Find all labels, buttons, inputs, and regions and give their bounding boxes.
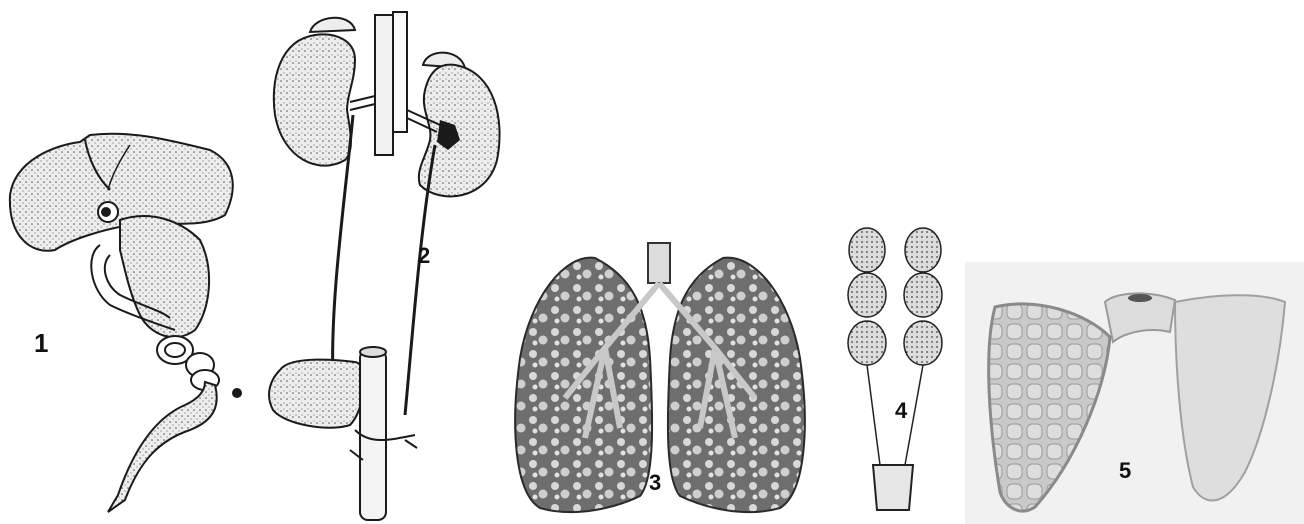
figure-5-simple-lungs: 5	[965, 262, 1304, 524]
figure-1-illustration	[0, 120, 260, 520]
label-2: 2	[418, 243, 430, 269]
figure-4-illustration	[835, 225, 945, 521]
label-5: 5	[1119, 458, 1131, 484]
label-1: 1	[34, 328, 48, 359]
figure-1-digestive-system: 1	[0, 120, 260, 520]
figure-2-illustration	[255, 0, 520, 524]
figure-4-air-sacs: 4	[835, 225, 945, 521]
label-4: 4	[895, 398, 907, 424]
figure-5-illustration	[965, 262, 1304, 524]
figure-3-lungs: 3	[505, 238, 815, 522]
label-3: 3	[649, 470, 661, 496]
figure-2-urinary-system: 2	[255, 0, 520, 524]
